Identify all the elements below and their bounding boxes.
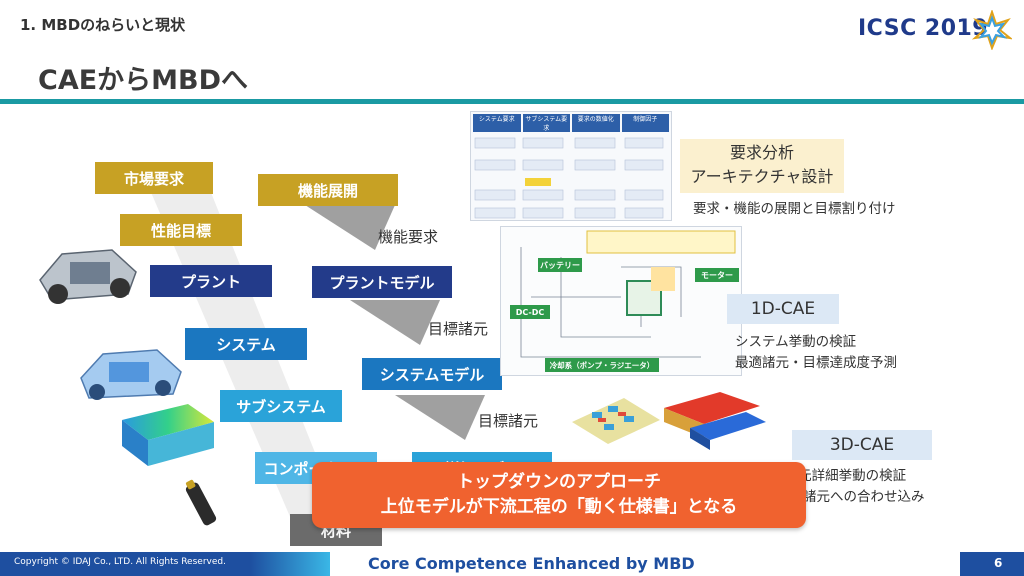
- footer-left-band: [0, 552, 250, 576]
- page-number: 6: [994, 556, 1003, 570]
- system-wiring-graphic: [520, 230, 736, 358]
- topdown-callout: トップダウンのアプローチ 上位モデルが下流工程の「動く仕様書」となる: [312, 462, 806, 528]
- cae1d-tag: 1D-CAE: [727, 294, 839, 324]
- battery-cell-illustration: [185, 479, 217, 526]
- req-title-line2: アーキテクチャ設計: [690, 167, 834, 186]
- cae3d-desc-line1: 3次元詳細挙動の検証: [776, 468, 907, 484]
- performance-target-box: 性能目標: [120, 214, 242, 246]
- cae1d-desc-line2: 最適諸元・目標達成度予測: [735, 355, 897, 371]
- arrow-label-function-req: 機能要求: [378, 228, 439, 246]
- table-header: 制御因子: [621, 114, 669, 132]
- table-header: 要求の数値化: [572, 114, 620, 132]
- header-divider: [0, 99, 1024, 104]
- requirements-table-diagram: システム要求 サブシステム要求 要求の数値化 制御因子: [470, 111, 672, 221]
- page-title: CAEからMBDへ: [38, 65, 249, 96]
- car-chassis-illustration: [39, 249, 137, 304]
- dcdc-label: DC-DC: [510, 305, 550, 319]
- footer-gradient-band: [250, 552, 330, 576]
- requirements-desc: 要求・機能の展開と目標割り付け: [693, 201, 896, 217]
- arrow-label-target-spec-2: 目標諸元: [478, 412, 539, 430]
- market-requirement-box: 市場要求: [95, 162, 213, 194]
- battery-label: バッテリー: [538, 258, 582, 272]
- battery-pack-3d-illustration: [572, 398, 660, 444]
- plant-model-box: プラントモデル: [312, 266, 452, 298]
- callout-line2: 上位モデルが下流工程の「動く仕様書」となる: [380, 497, 738, 517]
- battery-module-illustration: [122, 404, 214, 466]
- system-model-box: システムモデル: [362, 358, 502, 390]
- footer-tagline: Core Competence Enhanced by MBD: [368, 554, 695, 573]
- conference-logo-text: ICSC 2019: [858, 16, 989, 41]
- table-header: サブシステム要求: [522, 114, 570, 132]
- cooling-label: 冷却系（ポンプ・ラジエータ）: [545, 358, 659, 372]
- cae3d-desc-line2: 最適諸元への合わせ込み: [776, 489, 925, 505]
- table-rows-graphic: [474, 137, 664, 219]
- plant-box: プラント: [150, 265, 272, 297]
- subsystem-box: サブシステム: [220, 390, 342, 422]
- cae3d-tag: 3D-CAE: [792, 430, 932, 460]
- copyright-text: Copyright © IDAJ Co., LTD. All Rights Re…: [14, 557, 226, 567]
- arrow-label-target-spec-1: 目標諸元: [428, 320, 489, 338]
- section-heading: 1. MBDのねらいと現状: [20, 16, 186, 34]
- cae1d-desc-line1: システム挙動の検証: [735, 334, 857, 350]
- ev-car-illustration: [80, 349, 182, 400]
- system-box: システム: [185, 328, 307, 360]
- footer-right-band: [960, 552, 1024, 576]
- system-model-diagram: [500, 226, 742, 376]
- requirements-analysis-tag: 要求分析 アーキテクチャ設計: [680, 139, 844, 193]
- req-title-line1: 要求分析: [729, 143, 794, 162]
- starburst-logo-icon: [972, 10, 1012, 50]
- motor-label: モーター: [695, 268, 739, 282]
- function-deployment-box: 機能展開: [258, 174, 398, 206]
- callout-line1: トップダウンのアプローチ: [457, 472, 661, 492]
- table-header: システム要求: [473, 114, 521, 132]
- thermal-3d-illustration: [664, 392, 766, 450]
